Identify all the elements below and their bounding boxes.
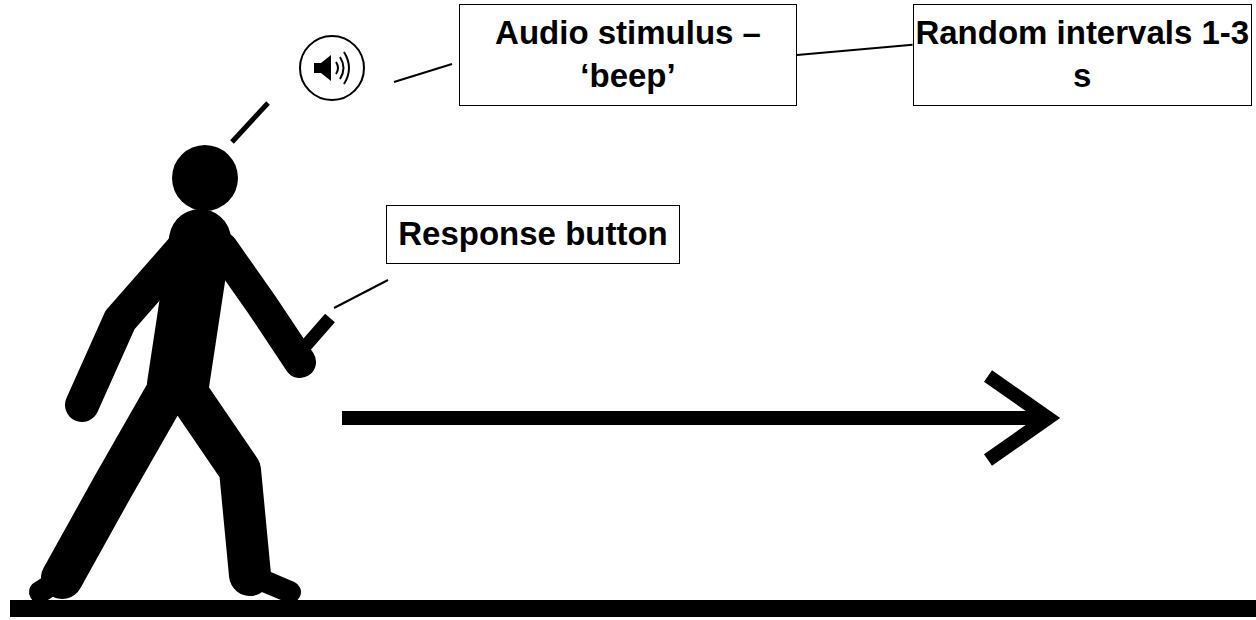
speaker-icon [300, 36, 364, 100]
leader-line [334, 280, 388, 308]
label-box: Response button [386, 205, 680, 264]
leader-line [232, 103, 268, 142]
leader-connector [797, 45, 913, 55]
label-text: Response button [398, 213, 668, 256]
ground-line [10, 600, 1256, 617]
walking-figure [40, 145, 330, 592]
label-box: Random intervals 1-3 s [913, 4, 1252, 106]
label-box: Audio stimulus – ‘beep’ [459, 4, 797, 106]
leader-line [394, 64, 452, 82]
label-text: Random intervals 1-3 s [914, 12, 1251, 98]
direction-arrow [342, 376, 1048, 460]
label-text: Audio stimulus – ‘beep’ [460, 12, 796, 98]
